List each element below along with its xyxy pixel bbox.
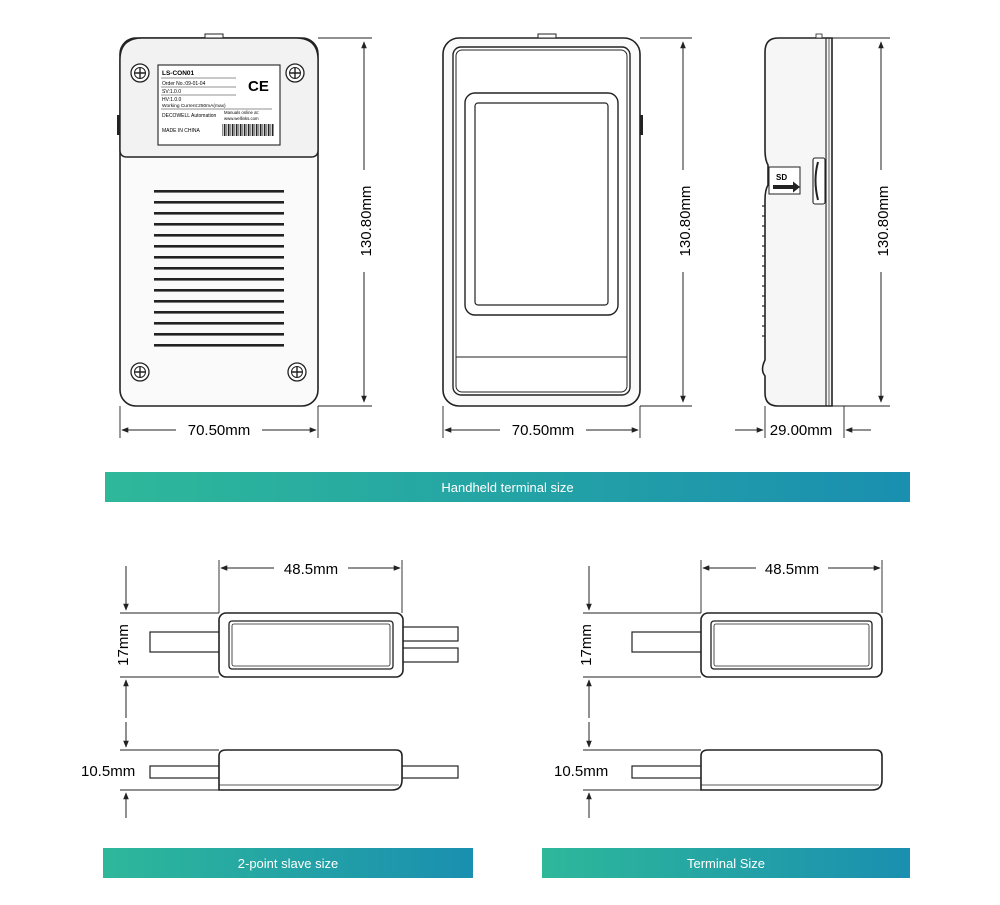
terminal-width-label: 48.5mm	[765, 561, 819, 578]
front-height-label: 130.80mm	[677, 186, 694, 257]
terminal-height-label: 17mm	[578, 624, 595, 666]
handheld-back-view: LS-CON01 Order No.:09-01-04 SV:1.0.0 HV:…	[117, 33, 375, 439]
label-hv: HV:1.0.0	[162, 97, 181, 103]
slave-width-label: 48.5mm	[284, 561, 338, 578]
label-model: LS-CON01	[162, 70, 195, 77]
slave-height-label: 17mm	[115, 624, 132, 666]
handheld-side-view: SD 130.80mm 29.00mm	[735, 33, 892, 439]
label-sv: SV:1.0.0	[162, 89, 181, 95]
screw-icon	[130, 362, 150, 382]
terminal-top-view: 48.5mm 17mm	[578, 560, 883, 718]
side-width-label: 29.00mm	[770, 422, 833, 439]
screw-icon	[287, 362, 307, 382]
vent-slots	[154, 190, 284, 347]
banner-handheld-terminal-size: Handheld terminal size	[105, 472, 910, 502]
side-height-label: 130.80mm	[875, 186, 892, 257]
back-width-label: 70.50mm	[188, 422, 251, 439]
barcode-icon	[222, 124, 274, 136]
label-company: DECOWELL Automation	[162, 113, 217, 119]
slave-side-view: 10.5mm	[81, 722, 459, 818]
handheld-front-view: 130.80mm 70.50mm	[442, 33, 694, 439]
slave-thickness-label: 10.5mm	[81, 763, 135, 780]
terminal-side-view: 10.5mm	[554, 722, 883, 818]
front-width-label: 70.50mm	[512, 422, 575, 439]
screw-icon	[285, 63, 305, 83]
label-current: Working Current:250mA(max)	[162, 103, 226, 109]
arrow-right-icon	[773, 181, 800, 193]
product-label: LS-CON01 Order No.:09-01-04 SV:1.0.0 HV:…	[157, 64, 281, 146]
sd-label: SD	[776, 173, 787, 182]
back-height-label: 130.80mm	[358, 186, 375, 257]
banner-2-point-slave-size: 2-point slave size	[103, 848, 473, 878]
slave-top-view: 48.5mm 17mm	[115, 560, 459, 718]
banner-terminal-size: Terminal Size	[542, 848, 910, 878]
screw-icon	[130, 63, 150, 83]
label-origin: MADE IN CHINA	[162, 128, 200, 134]
label-website: www.wellinks.com	[224, 116, 259, 121]
label-manuals: Manuals online at:	[224, 110, 259, 115]
terminal-thickness-label: 10.5mm	[554, 763, 608, 780]
label-order-no: Order No.:09-01-04	[162, 81, 206, 87]
ce-mark-icon: CE	[248, 78, 269, 95]
